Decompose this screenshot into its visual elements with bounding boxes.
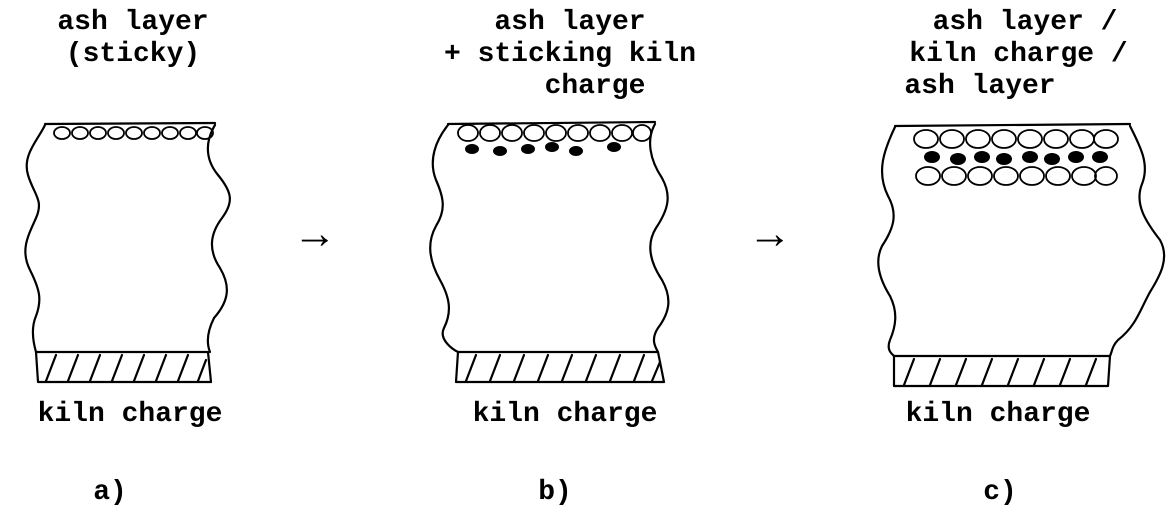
panel-c-top-label-line-3: ash layer: [904, 71, 1056, 102]
panel-b-top-line: [446, 120, 657, 126]
panel-c-letter: c): [983, 477, 1017, 508]
panel-b-bottom-label: kiln charge: [472, 399, 658, 430]
panel-b-left-wall: [429, 123, 460, 354]
panel-b-letter: b): [538, 477, 572, 508]
panel-c-charge-block: [892, 354, 1112, 388]
panel-a-letter: a): [93, 477, 127, 508]
panel-c-drawing: [877, 122, 1166, 388]
arrow-b-to-c: →: [756, 212, 784, 262]
panel-c-top-ash-beads: [913, 129, 1119, 149]
panel-b-right-wall: [648, 122, 670, 354]
panel-a-bottom-label: kiln charge: [37, 399, 223, 430]
panel-c-top-label-line-1: ash layer /: [932, 7, 1118, 38]
panel-a-charge-block: [34, 350, 213, 384]
panel-c-charge-particles: [924, 151, 1108, 165]
panel-a-right-wall: [206, 123, 231, 354]
panel-a-drawing: [24, 121, 231, 384]
panel-b-top-label-line-1: ash layer: [494, 7, 646, 38]
panel-c-left-wall: [877, 125, 897, 358]
panel-c-top-label-line-2: kiln charge /: [909, 39, 1128, 70]
arrow-a-to-b: →: [301, 212, 329, 262]
panel-b-top-label-line-2: + sticking kiln: [443, 39, 697, 70]
panel-b-top-label-line-3: charge: [544, 71, 646, 102]
panel-c-right-wall: [1108, 124, 1166, 358]
panel-b-drawing: [429, 120, 670, 384]
panel-b-charge-particles: [465, 142, 621, 156]
panel-a-top-line: [43, 121, 217, 126]
panel-b-charge-block: [454, 350, 666, 384]
panel-a-ash-beads: [53, 126, 214, 140]
panel-c-bottom-label: kiln charge: [905, 399, 1091, 430]
panel-a-hatching: [44, 353, 208, 383]
panel-a-top-label-line-1: ash layer: [57, 7, 209, 38]
panel-a-top-label-line-2: (sticky): [65, 39, 201, 70]
panel-c-top-line: [893, 122, 1132, 128]
panel-b-ash-beads: [457, 124, 652, 142]
panel-a-left-wall: [24, 123, 47, 354]
panel-c-hatching: [902, 357, 1098, 387]
panel-b-hatching: [464, 353, 662, 383]
panel-c-bottom-ash-beads: [915, 166, 1118, 186]
